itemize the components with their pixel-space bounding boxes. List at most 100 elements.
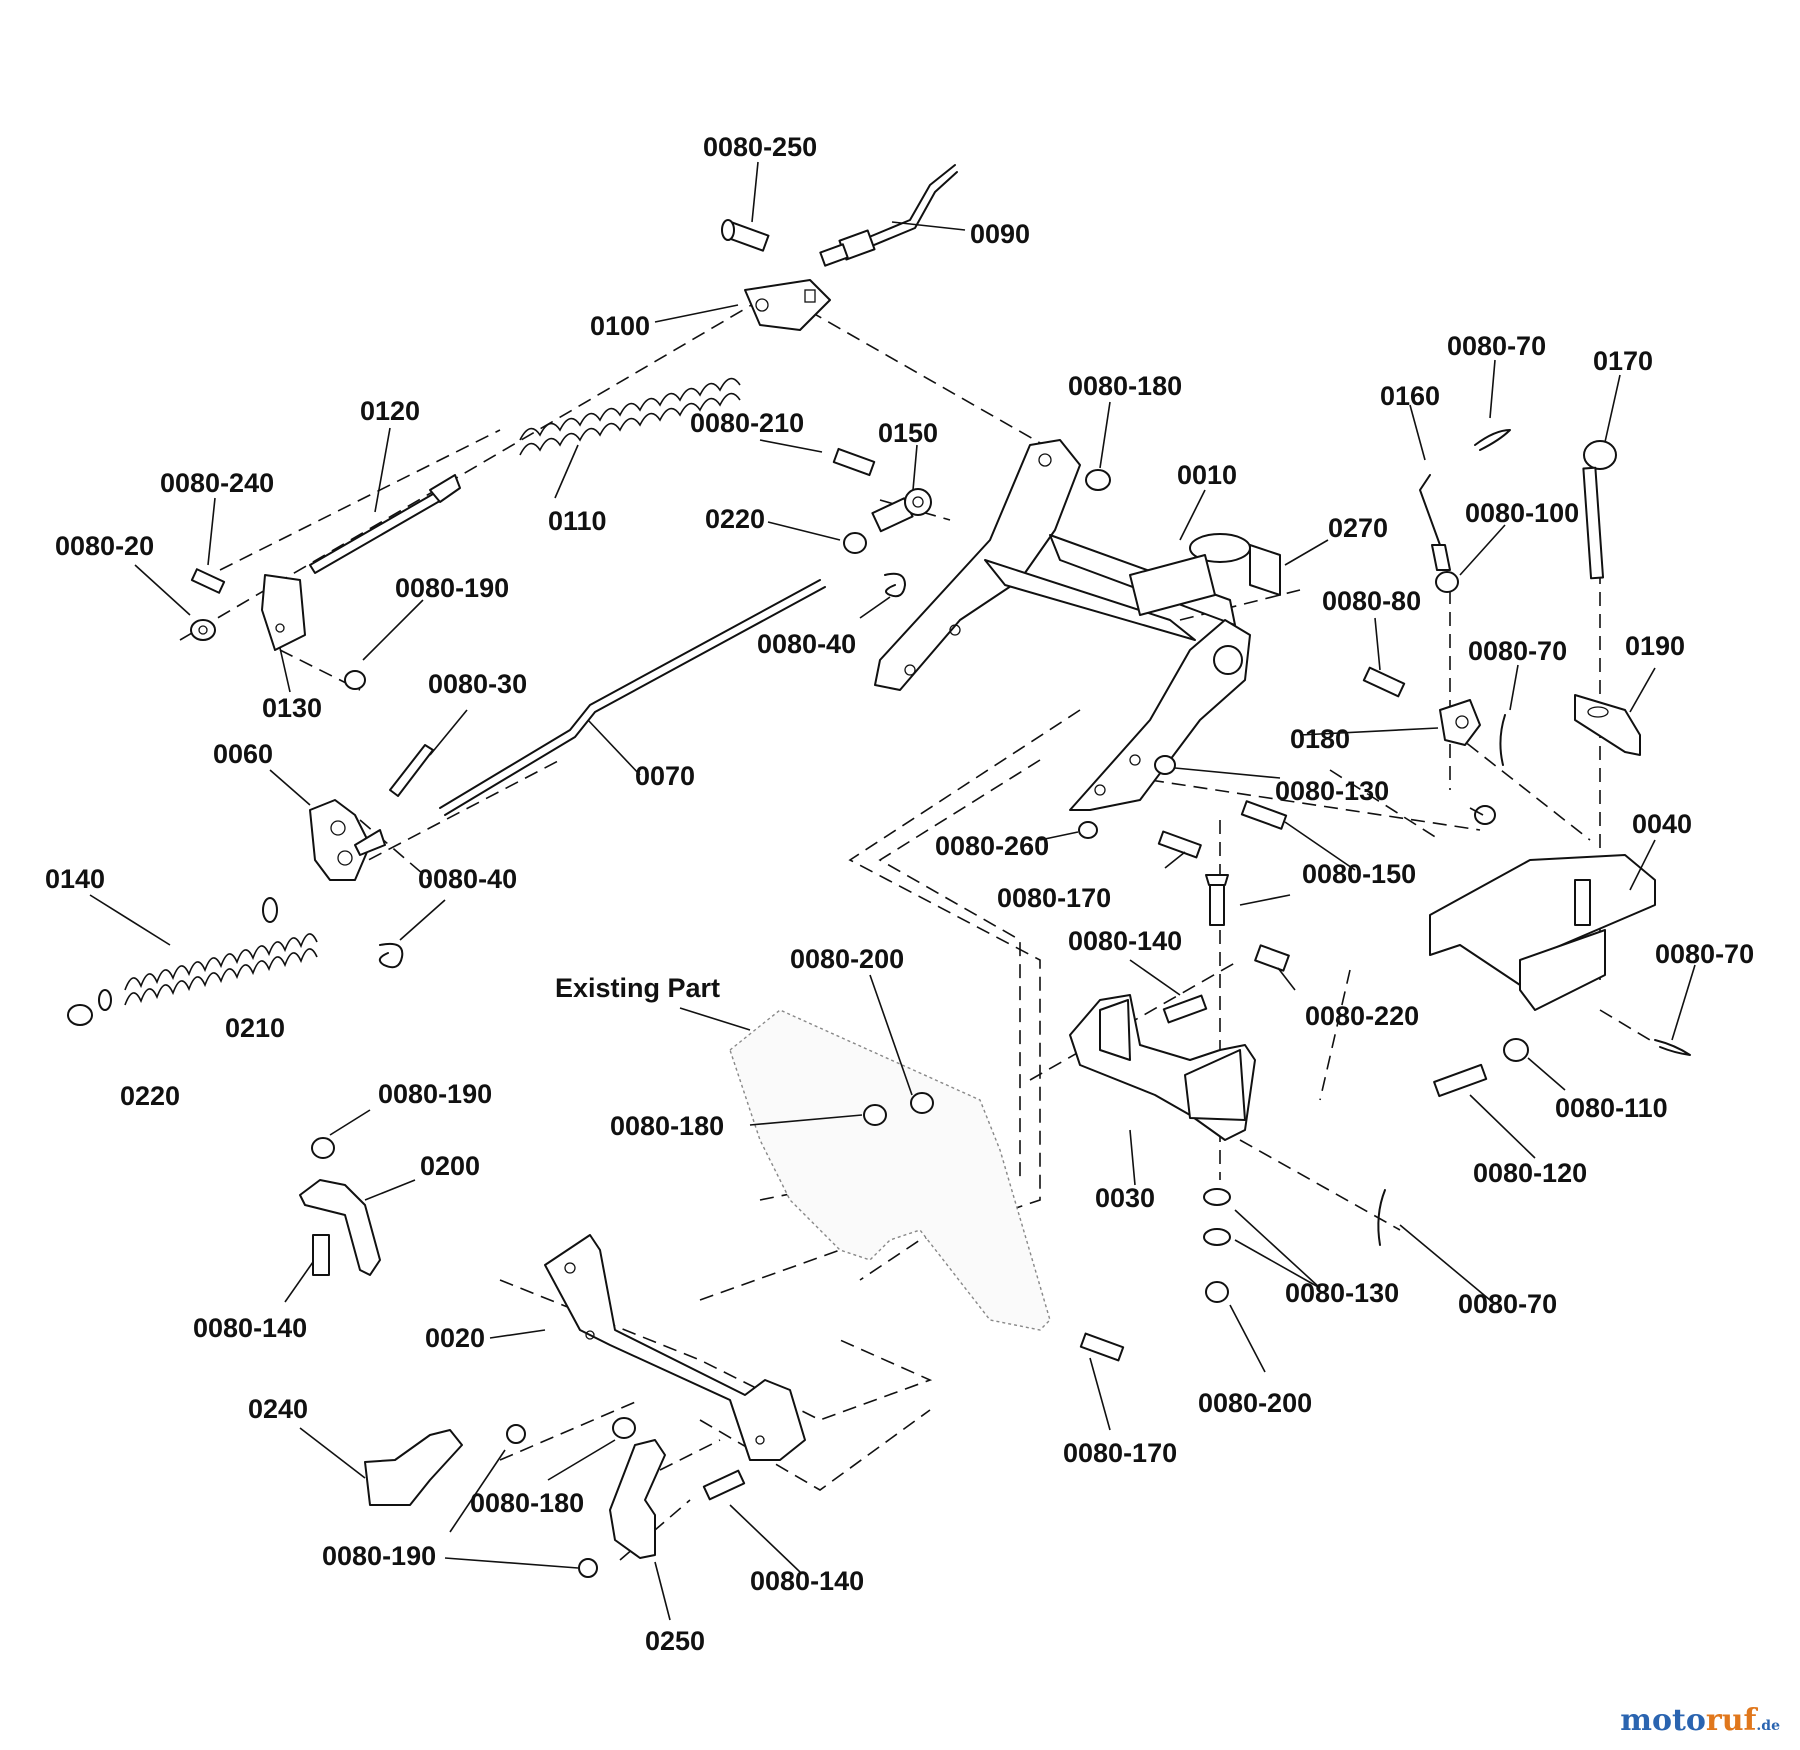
callout-0090: 0090 (970, 219, 1030, 249)
callout-0190: 0190 (1625, 631, 1685, 661)
callout-0250: 0250 (645, 1626, 705, 1656)
callout-0080-140-low: 0080-140 (750, 1566, 864, 1596)
callout-0210: 0210 (225, 1013, 285, 1043)
callout-0080-180-low: 0080-180 (470, 1488, 584, 1518)
callout-0080-80: 0080-80 (1322, 586, 1421, 616)
part-0040-hitch-bracket (1429, 854, 1656, 1011)
callout-0080-40-top: 0080-40 (757, 629, 856, 659)
callout-0160: 0160 (1380, 381, 1440, 411)
callout-0080-110: 0080-110 (1555, 1093, 1668, 1123)
callout-0080-40-low: 0080-40 (418, 864, 517, 894)
callout-0080-210: 0080-210 (690, 408, 804, 438)
callout-0080-200-low: 0080-200 (1198, 1388, 1312, 1418)
part-0080-120-bolt (1433, 1063, 1488, 1098)
callout-0080-130-low: 0080-130 (1285, 1278, 1399, 1308)
part-0080-210-pin (832, 447, 876, 477)
callout-0200: 0200 (420, 1151, 480, 1181)
part-0080-130-bolt-vertical (1205, 874, 1229, 926)
part-0060-bracket (309, 799, 386, 881)
part-0080-170-bolt-mid (1157, 830, 1202, 859)
watermark-part-1: moto (1620, 1703, 1706, 1738)
part-0080-150-bolt (1240, 800, 1288, 830)
motoruf-watermark-logo: motoruf.de (1620, 1703, 1780, 1738)
callout-0040: 0040 (1632, 809, 1692, 839)
callout-0070: 0070 (635, 761, 695, 791)
callout-0240: 0240 (248, 1394, 308, 1424)
callout-0080-180-top: 0080-180 (1068, 371, 1182, 401)
part-0080-190-nut-low (506, 1424, 598, 1578)
callout-0010: 0010 (1177, 460, 1237, 490)
leader-lines (89, 161, 1696, 1621)
part-0080-70-clip-top (1474, 429, 1511, 451)
part-0270-plate (1249, 544, 1281, 596)
part-0080-180-nut-mid (863, 1104, 887, 1126)
existing-part-outline (729, 1009, 1051, 1331)
part-0080-70-clip-right (1654, 1039, 1691, 1056)
part-0080-200-nut-mid (910, 1092, 934, 1114)
part-0080-70-clip-low (1377, 1189, 1386, 1246)
callout-0080-70-top: 0080-70 (1447, 331, 1546, 361)
callout-0120: 0120 (360, 396, 420, 426)
part-0080-180-nut-low (612, 1417, 636, 1439)
part-0080-250-bolt (721, 219, 770, 252)
part-0070-rod (439, 579, 826, 816)
part-0080-110-nut (1503, 1038, 1529, 1062)
part-0080-140-bolt-left (312, 1234, 330, 1276)
part-0080-30-pin (389, 744, 434, 797)
callout-0080-180-mid: 0080-180 (610, 1111, 724, 1141)
callout-0220-low: 0220 (120, 1081, 180, 1111)
callout-0080-70-mid: 0080-70 (1468, 636, 1567, 666)
callout-0110: 0110 (548, 506, 607, 536)
callout-0130: 0130 (262, 693, 322, 723)
part-0160-pin (1419, 474, 1451, 571)
part-0090-cable-rod (819, 164, 958, 267)
part-0020-base-bracket (544, 1234, 806, 1461)
callout-0080-100: 0080-100 (1465, 498, 1579, 528)
callout-0080-70-right: 0080-70 (1655, 939, 1754, 969)
part-0080-260-washer (1078, 821, 1098, 839)
part-0080-40-clip-low (378, 942, 404, 969)
part-0080-140-bolt-low (702, 1469, 746, 1501)
part-0190-bracket (1574, 694, 1641, 756)
part-0130-bracket (261, 574, 306, 651)
part-0200-bracket (299, 1179, 381, 1276)
part-0140-spring (124, 933, 318, 1006)
callout-0020: 0020 (425, 1323, 485, 1353)
part-0080-20-nut (190, 619, 216, 641)
part-0110-spring (519, 377, 741, 456)
callout-existing-part: Existing Part (555, 973, 720, 1003)
callout-0080-170-low: 0080-170 (1063, 1438, 1177, 1468)
part-0080-80-pin (1362, 666, 1406, 698)
part-0210-washer (262, 897, 278, 923)
part-0080-170-bolt-low (1079, 1332, 1125, 1362)
part-0150-rod-end (871, 488, 932, 533)
callout-labels: 0080-250 0090 0100 0120 0080-210 0150 00… (45, 132, 1754, 1656)
callout-0080-260: 0080-260 (935, 831, 1049, 861)
part-0080-180-nut-top (1085, 469, 1111, 491)
callout-0080-190-mid: 0080-190 (378, 1079, 492, 1109)
callout-0080-190-low: 0080-190 (322, 1541, 436, 1571)
callout-0270: 0270 (1328, 513, 1388, 543)
callout-0150: 0150 (878, 418, 938, 448)
part-0080-130-washers-low (1203, 1188, 1231, 1303)
part-0080-130-washer-mid (1154, 755, 1496, 825)
watermark-part-3: .de (1756, 1718, 1780, 1734)
part-0120-threaded-rod (309, 474, 461, 574)
watermark-part-2: ruf (1705, 1703, 1757, 1738)
callout-0220-top: 0220 (705, 504, 765, 534)
callout-0170: 0170 (1593, 346, 1653, 376)
part-0080-40-clip-top (884, 572, 906, 598)
part-0080-140-bolt-mid (1162, 994, 1208, 1024)
part-0010-lift-shaft (874, 439, 1251, 811)
callout-0080-70-low: 0080-70 (1458, 1289, 1557, 1319)
callout-0080-120: 0080-120 (1473, 1158, 1587, 1188)
callout-0030: 0030 (1095, 1183, 1155, 1213)
callout-0080-250: 0080-250 (703, 132, 817, 162)
callout-0080-240: 0080-240 (160, 468, 274, 498)
part-0030-front-bracket (1069, 994, 1256, 1141)
callout-0080-200-mid: 0080-200 (790, 944, 904, 974)
callout-0080-130-mid: 0080-130 (1275, 776, 1389, 806)
part-0220-nut-low (67, 989, 112, 1026)
callout-0080-150: 0080-150 (1302, 859, 1416, 889)
